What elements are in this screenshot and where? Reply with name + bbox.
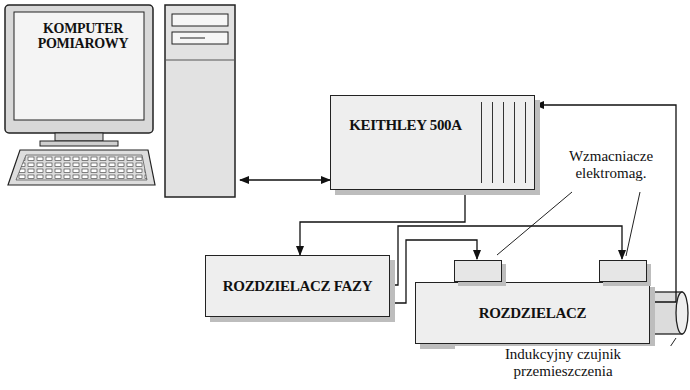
monitor	[5, 5, 153, 146]
module-slot	[492, 102, 493, 183]
node-label: KEITHLEY 500A	[349, 117, 462, 134]
computer: KOMPUTER POMIAROWY	[5, 5, 240, 200]
connector	[240, 179, 330, 180]
valve-box: ROZDZIELACZ	[415, 282, 650, 344]
module-slot	[525, 102, 526, 183]
module-slot	[481, 102, 482, 183]
instrument-box: KEITHLEY 500A	[330, 95, 535, 190]
connector	[535, 105, 676, 302]
connector	[300, 190, 465, 255]
connector	[390, 226, 622, 285]
keyboard	[8, 150, 155, 185]
node-label: ROZDZIELACZ	[479, 305, 587, 322]
sensor-label: Indukcyjny czujnik przemieszczenia	[455, 346, 671, 381]
phase-splitter-box: ROZDZIELACZ FAZY	[205, 255, 390, 317]
callout-label: Wzmacniacze elektromag.	[550, 148, 672, 183]
module-slot	[503, 102, 504, 183]
computer-tower	[165, 5, 235, 197]
amplifier-block	[454, 260, 502, 282]
node-label: ROZDZIELACZ FAZY	[223, 278, 373, 295]
sensor-cylinder	[650, 292, 688, 334]
module-slot	[514, 102, 515, 183]
node-label: KOMPUTER POMIAROWY	[21, 21, 145, 52]
amplifier-block	[599, 260, 647, 282]
